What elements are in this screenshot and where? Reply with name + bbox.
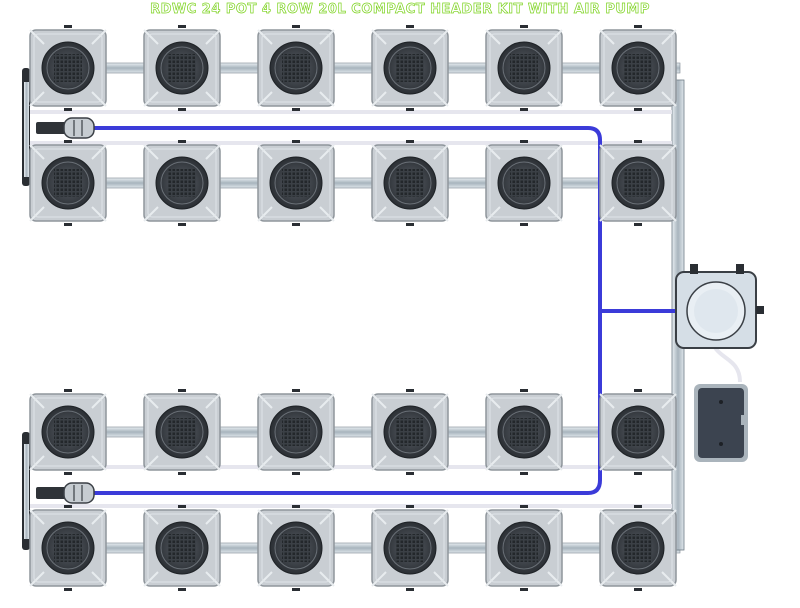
pot-r1-c6 [599, 25, 677, 111]
pot-r2-c6 [599, 140, 677, 226]
pot-r1-c2 [143, 25, 221, 111]
pot-r4-c5 [485, 505, 563, 591]
pot-r4-c1 [29, 505, 107, 591]
pot-r2-c3 [257, 140, 335, 226]
pot-r4-c2 [143, 505, 221, 591]
pot-r2-c5 [485, 140, 563, 226]
pot-r3-c5 [485, 389, 563, 475]
pot-r1-c3 [257, 25, 335, 111]
pot-r1-c1 [29, 25, 107, 111]
pot-r2-c4 [371, 140, 449, 226]
diagram-title: RDWC 24 POT 4 ROW 20L COMPACT HEADER KIT… [150, 2, 650, 18]
pot-r4-c6 [599, 505, 677, 591]
air-lines [90, 126, 680, 495]
pot-r4-c4 [371, 505, 449, 591]
pump-top [36, 117, 95, 139]
left-manifolds [22, 68, 30, 550]
pot-r1-c4 [371, 25, 449, 111]
pot-r2-c2 [143, 140, 221, 226]
pot-r2-c1 [29, 140, 107, 226]
pot-r3-c1 [29, 389, 107, 475]
header-tank [675, 264, 764, 349]
pot-r3-c4 [371, 389, 449, 475]
air-pump [694, 384, 748, 462]
pot-r4-c3 [257, 505, 335, 591]
pipe-row-1 [29, 62, 681, 74]
pipe-row-2 [29, 177, 681, 189]
white-lines [30, 110, 742, 508]
pot-r3-c3 [257, 389, 335, 475]
pipes [29, 62, 681, 554]
pump-bottom [36, 482, 95, 504]
pipe-row-4 [29, 542, 681, 554]
pot-r3-c2 [143, 389, 221, 475]
pots [29, 25, 677, 591]
pipe-row-3 [29, 426, 681, 438]
pot-r3-c6 [599, 389, 677, 475]
pot-r1-c5 [485, 25, 563, 111]
